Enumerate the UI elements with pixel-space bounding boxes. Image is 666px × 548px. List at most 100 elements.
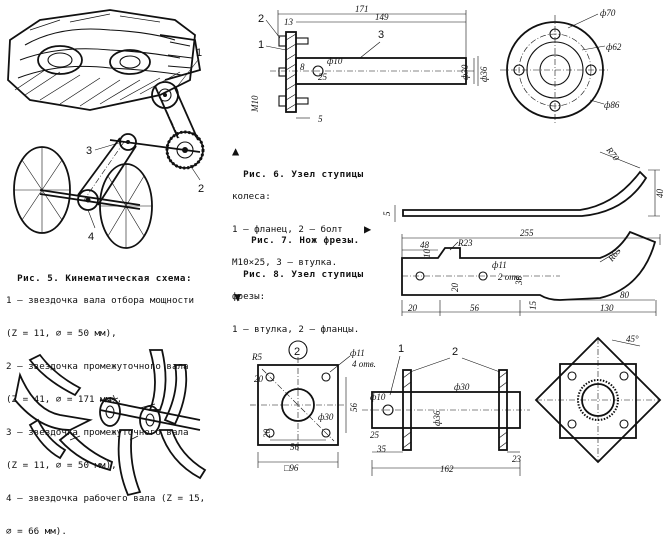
fig7-caption: Рис. 7. Нож фрезы. xyxy=(240,224,360,246)
fig6-label-1: 1 xyxy=(258,39,264,51)
fig8-hub-drawing: ф30 ф10 ф36 25 35 162 23 1 2 xyxy=(362,343,530,476)
flange-dim-56b: 56 xyxy=(290,442,300,452)
fig8-caption: Рис. 8. Узел ступицы фрезы: 1 — втулка, … xyxy=(232,258,364,346)
marker-down: ▼ xyxy=(234,290,242,304)
fig6-flange xyxy=(285,31,297,113)
fig5-label-3: 3 xyxy=(86,145,92,157)
knife-front-view xyxy=(401,230,657,301)
fig6-dim-149: 149 xyxy=(375,12,389,22)
fig6-caption: Рис. 6. Узел ступицы колеса: 1 — фланец,… xyxy=(232,158,364,279)
flange-dim-r5: R5 xyxy=(251,352,262,362)
fig6-caption-line-1: колеса: xyxy=(232,191,271,202)
round-dim-d70: ф70 xyxy=(600,8,616,18)
fig5-caption-title: Рис. 5. Кинематическая схема: xyxy=(17,273,192,284)
knife-dim-10: 10 xyxy=(422,249,432,259)
fig6-dim-25: 25 xyxy=(318,72,328,82)
fig6-caption-line-3: М10×25, 3 — втулка. xyxy=(232,257,338,268)
knife-dim-36: 36 xyxy=(514,276,524,287)
knife-dim-5: 5 xyxy=(382,211,392,216)
fig6-label-3: 3 xyxy=(378,29,384,41)
fig6-hub-drawing: 171 149 13 ф10 25 8 ф30 ф36 М10 5 2 1 3 xyxy=(250,4,489,124)
fig5-label-1: 1 xyxy=(196,47,202,59)
fig6-label-2: 2 xyxy=(258,13,264,25)
round-dim-d62: ф62 xyxy=(606,42,622,52)
flange-dim-d30: ф30 xyxy=(318,412,334,422)
fig5-caption-line-7: 4 — звездочка рабочего вала (Z = 15, xyxy=(6,493,206,504)
left-wheel xyxy=(13,146,71,234)
fig8-flange-2 xyxy=(498,369,508,451)
fig8-flange-1 xyxy=(402,369,412,451)
knife-dim-2-holes: 2 отв. xyxy=(498,272,522,282)
fig5-caption-line-4: (Z = 41, ∅ = 171 мм), xyxy=(6,394,123,405)
fig8-caption-line-2: 1 — втулка, 2 — фланцы. xyxy=(232,324,360,335)
fig5-caption-line-3: 2 — звездочка промежуточного вала xyxy=(6,361,189,372)
bolt-hole-bottom xyxy=(549,100,561,112)
fig8-label-2: 2 xyxy=(452,346,458,358)
flange-callout-number: 2 xyxy=(294,346,300,358)
fig8-dim-25: 25 xyxy=(370,430,380,440)
fig5-caption-line-8: ∅ = 66 мм). xyxy=(6,526,67,537)
flange-dim-56: 56 xyxy=(349,403,359,413)
knife-dim-130: 130 xyxy=(600,303,614,313)
fig8-dim-162: 162 xyxy=(440,464,454,474)
chain-lower-2 xyxy=(97,145,137,206)
right-wheel xyxy=(99,163,153,249)
fig6-caption-line-2: 1 — фланец, 2 — болт xyxy=(232,224,343,235)
flange-dim-4-holes: 4 отв. xyxy=(352,359,376,369)
flange-dim-d11: ф11 xyxy=(350,348,365,358)
cutter-fork-illustration xyxy=(14,349,207,497)
fig6-dim-171: 171 xyxy=(355,4,369,14)
fig5-caption-line-2: (Z = 11, ∅ = 50 мм), xyxy=(6,328,117,339)
fig8-dim-23: 23 xyxy=(512,454,522,464)
fig8-caption-line-1: фрезы: xyxy=(232,291,266,302)
flange-dim-20b: 20 xyxy=(262,429,272,439)
knife-dim-255: 255 xyxy=(520,228,534,238)
marker-right: ▶ xyxy=(364,222,372,236)
knife-side-view xyxy=(402,170,648,217)
drawing-sheet: 1 2 3 4 171 149 13 ф10 25 8 ф30 ф36 М10 xyxy=(7,4,665,497)
fig6-dim-d10: ф10 xyxy=(327,56,343,66)
fig6-dim-8: 8 xyxy=(300,62,305,72)
flange-dim-20: 20 xyxy=(254,374,264,384)
fig6-bolt-bottom xyxy=(278,95,287,107)
bolt-hole-right xyxy=(585,64,597,76)
fig8-dim-d30: ф30 xyxy=(454,382,470,392)
fig8-dim-d36: ф36 xyxy=(432,410,442,426)
knife-dim-56: 56 xyxy=(470,303,480,313)
knife-dim-20b: 20 xyxy=(408,303,418,313)
fig8-dim-35: 35 xyxy=(376,444,387,454)
chain-lower xyxy=(77,137,121,196)
fig5-caption: Рис. 5. Кинематическая схема: 1 — звездо… xyxy=(6,262,205,548)
fig5-kinematic-illustration: 1 2 3 4 xyxy=(7,9,205,249)
fig8-label-1: 1 xyxy=(398,343,404,355)
fig8-caption-title: Рис. 8. Узел ступицы xyxy=(243,269,364,280)
fig7-knife-drawing: R70 40 5 255 48 R23 10 ф11 2 отв. R65 36… xyxy=(382,144,665,316)
fig6-caption-title: Рис. 6. Узел ступицы xyxy=(243,169,364,180)
knife-dim-48: 48 xyxy=(420,240,430,250)
rotated-flange-view: 45° xyxy=(534,334,662,464)
fig5-caption-line-1: 1 — звездочка вала отбора мощности xyxy=(6,295,195,306)
knife-dim-80: 80 xyxy=(620,290,630,300)
knife-dim-d11: ф11 xyxy=(492,260,507,270)
fig6-dim-13: 13 xyxy=(284,17,294,27)
sprocket-3 xyxy=(119,133,137,151)
round-flange-view: ф70 ф62 ф86 xyxy=(500,8,622,125)
fig6-dim-m10: М10 xyxy=(250,95,260,113)
knife-dim-r65: R65 xyxy=(605,245,623,264)
bolt-hole-top xyxy=(549,28,561,40)
knife-dim-15: 15 xyxy=(528,301,538,311)
fig7-caption-title: Рис. 7. Нож фрезы. xyxy=(251,235,360,246)
square-flange-view: 2 R5 20 ф11 4 отв. ф30 56 20 56 □96 xyxy=(250,340,376,473)
knife-dim-20: 20 xyxy=(450,283,460,293)
marker-up: ▲ xyxy=(232,144,240,158)
fig5-caption-line-5: 3 — звездочка промежуточного вала xyxy=(6,427,189,438)
fig5-caption-line-6: (Z = 11, ∅ = 50 мм), xyxy=(6,460,117,471)
round-dim-d86: ф86 xyxy=(604,100,620,110)
fig5-label-4: 4 xyxy=(88,231,94,243)
knife-dim-r23: R23 xyxy=(457,238,473,248)
knife-dim-40: 40 xyxy=(655,189,665,199)
fig5-label-2: 2 xyxy=(198,183,204,195)
fig6-dim-d36: ф36 xyxy=(479,66,489,82)
fig6-dim-5: 5 xyxy=(318,114,323,124)
fig8-dim-d10: ф10 xyxy=(370,392,386,402)
